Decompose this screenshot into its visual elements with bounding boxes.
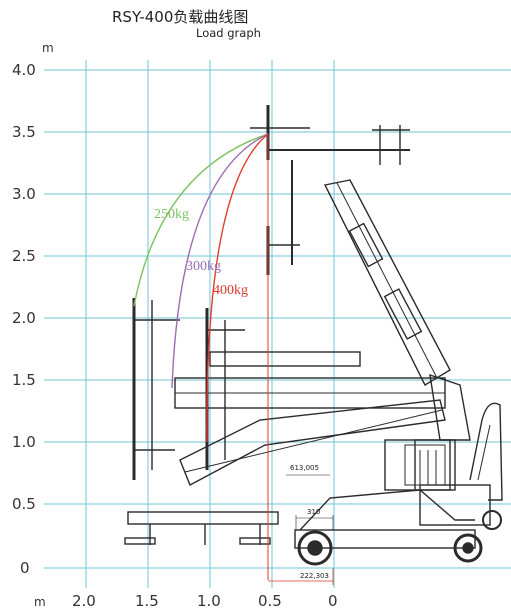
curve-label-400kg: 400kg [213, 283, 248, 298]
dimension-offset: 613,005 [290, 464, 319, 472]
y-tick-0: 0 [20, 559, 30, 577]
y-tick-2-0: 2.0 [12, 309, 36, 327]
graph-subtitle: Load graph [196, 26, 261, 40]
curve-label-250kg: 250kg [154, 207, 189, 222]
x-tick-2-0: 2.0 [72, 592, 96, 610]
y-tick-3-0: 3.0 [12, 185, 36, 203]
y-tick-4-0: 4.0 [12, 61, 36, 79]
curve-300kg [171, 133, 269, 389]
x-tick-1-0: 1.0 [197, 592, 221, 610]
dimension-width: 310 [307, 508, 320, 516]
curve-label-300kg: 300kg [186, 259, 221, 274]
dimension-reach: 222,303 [300, 572, 329, 580]
x-tick-0: 0 [328, 592, 338, 610]
machine-drawing [124, 105, 503, 566]
y-tick-1-5: 1.5 [12, 371, 36, 389]
curve-400kg [206, 133, 269, 443]
dimension-annotations: 613,005 310 222,303 [268, 464, 334, 585]
y-tick-1-0: 1.0 [12, 433, 36, 451]
y-axis-unit: m [42, 41, 54, 55]
x-tick-1-5: 1.5 [135, 592, 159, 610]
x-tick-labels: 2.0 1.5 1.0 0.5 0 [72, 592, 338, 610]
y-tick-3-5: 3.5 [12, 123, 36, 141]
curve-250kg [133, 133, 269, 307]
x-axis-unit: m [34, 595, 46, 609]
x-tick-0-5: 0.5 [258, 592, 282, 610]
graph-title: RSY-400负载曲线图 [112, 8, 249, 26]
y-tick-labels: 4.0 3.5 3.0 2.5 2.0 1.5 1.0 0.5 0 [12, 61, 36, 577]
y-tick-2-5: 2.5 [12, 247, 36, 265]
y-tick-0-5: 0.5 [12, 495, 36, 513]
load-curves [133, 133, 269, 580]
grid [44, 60, 511, 588]
